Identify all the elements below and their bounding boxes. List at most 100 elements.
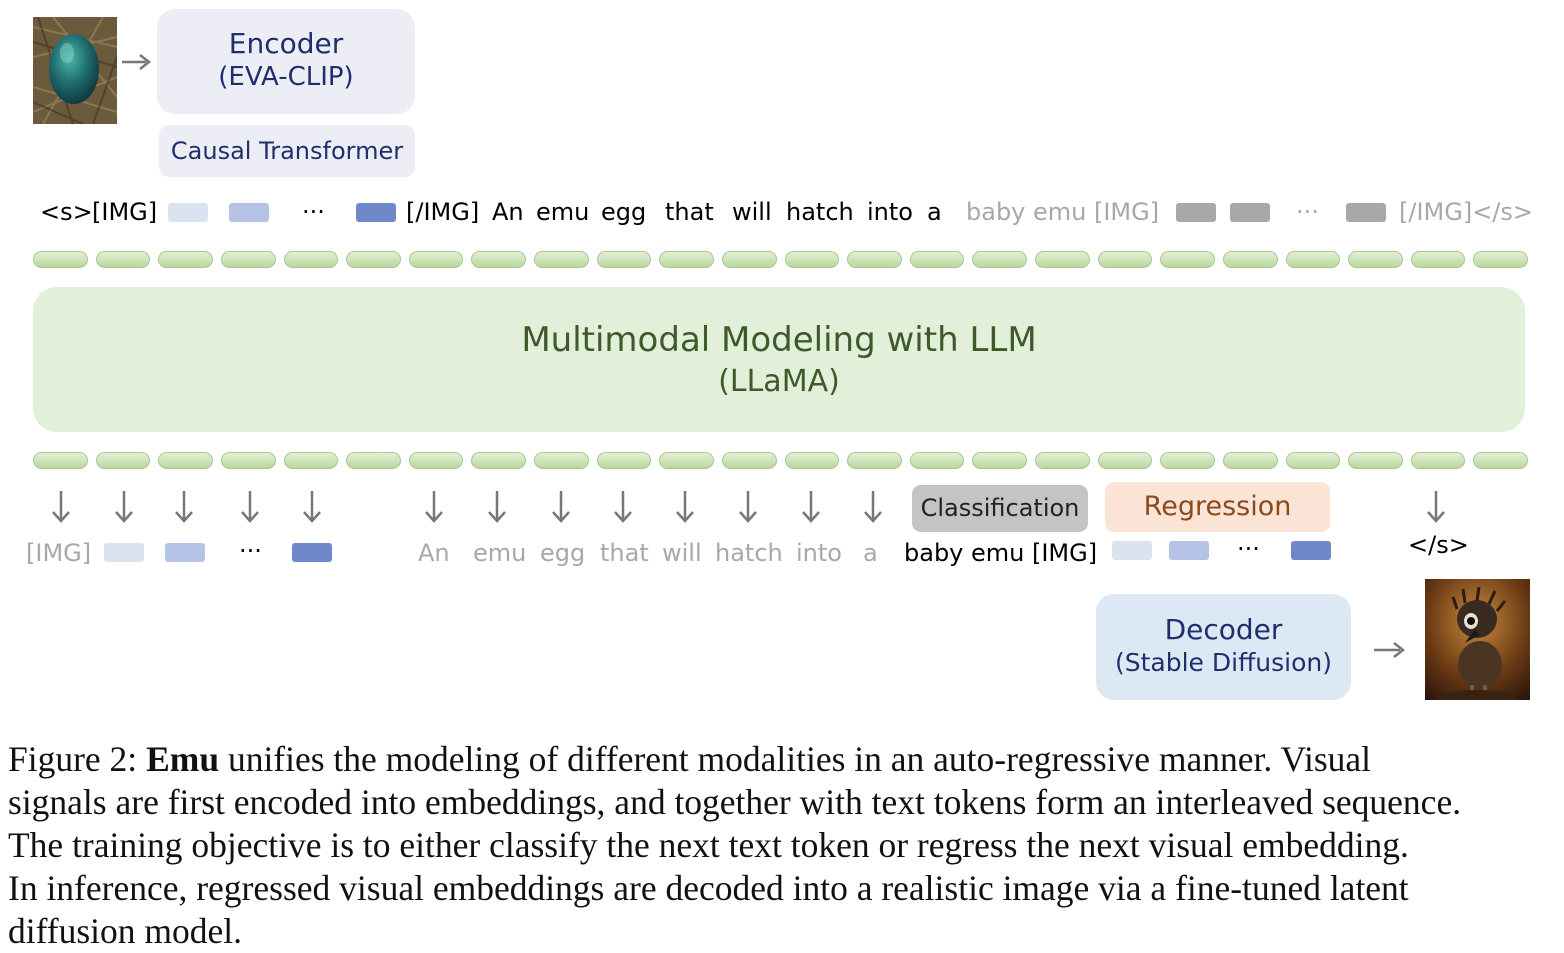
embedding-pill [1097,452,1153,469]
decoder-title: Decoder [1164,613,1283,646]
embedding-pill [972,251,1027,268]
arrow-down-icon [676,491,694,523]
embedding-pill [909,251,965,268]
embedding-pill [158,452,213,469]
image-embedding-2 [229,203,269,222]
classification-label: Classification [920,494,1080,522]
caption-line-3: The training objective is to either clas… [8,825,1409,865]
embedding-pill [847,251,902,268]
embedding-pill [283,452,339,469]
word-token: into [867,198,913,226]
target-tokens: baby emu [IMG] [904,539,1098,567]
embedding-pill [33,251,88,268]
embedding-ellipsis: ··· [302,198,325,226]
gray-embedding-2 [1230,203,1270,222]
gray-img-token: [IMG] [26,539,92,567]
arrow-right-icon [1374,642,1406,658]
embedding-pill [1097,251,1153,268]
embedding-pill [1222,452,1278,469]
output-embedding-1 [104,543,144,562]
gray-word-token: An [418,539,450,567]
word-token: emu [536,198,590,226]
emu-egg-image [33,17,117,124]
token-img-open: [IMG] [92,198,158,226]
embedding-pill [95,452,151,469]
llm-subtitle: (LLaMA) [718,364,840,399]
embedding-pill [596,251,652,268]
gray-future-tokens: baby emu [IMG] [966,198,1160,226]
causal-transformer-box: Causal Transformer [159,125,415,177]
embedding-pill [471,251,526,268]
word-token: egg [601,198,647,226]
output-embedding-n [292,543,332,562]
arrow-down-icon [115,491,133,523]
llm-box: Multimodal Modeling with LLM (LLaMA) [33,287,1525,432]
encoder-subtitle: (EVA-CLIP) [218,62,354,92]
embedding-pill [1285,452,1341,469]
arrow-down-icon [864,491,882,523]
output-embedding-2 [165,543,205,562]
caption-line-5: diffusion model. [8,911,243,951]
output-ellipsis: ··· [239,537,262,565]
arrow-down-icon [488,491,506,523]
arrow-down-icon [175,491,193,523]
word-token: hatch [786,198,854,226]
generated-baby-emu-image [1425,579,1530,700]
embedding-pill [408,452,464,469]
gray-word-token: that [600,539,649,567]
gray-word-token: emu [473,539,527,567]
arrow-down-icon [303,491,321,523]
decoder-box: Decoder (Stable Diffusion) [1096,594,1351,700]
gray-embedding-n [1346,203,1386,222]
arrow-down-icon [614,491,632,523]
embedding-pill [659,251,714,268]
embedding-pill [1410,251,1466,268]
embedding-pill [346,452,401,469]
embedding-pill [972,452,1027,469]
embedding-pill [471,452,526,469]
embedding-pill [534,251,589,268]
token-start: <s> [40,198,93,226]
regressed-embedding-n [1291,541,1331,560]
end-token: </s> [1408,531,1469,559]
encoder-box: Encoder (EVA-CLIP) [157,9,415,114]
regressed-embedding-1 [1112,541,1152,560]
arrow-down-icon [241,491,259,523]
word-token: that [665,198,714,226]
llm-title: Multimodal Modeling with LLM [521,320,1037,360]
caption-line-2: signals are first encoded into embedding… [8,782,1462,822]
causal-transformer-label: Causal Transformer [170,137,404,165]
embedding-pill [784,452,840,469]
embedding-pill [596,452,652,469]
gray-ellipsis: ··· [1296,198,1319,226]
embedding-pill [1222,251,1278,268]
embedding-pill [95,251,151,268]
figure-caption: Figure 2: Emu unifies the modeling of di… [8,738,1560,953]
classification-head: Classification [912,485,1088,532]
regression-label: Regression [1143,491,1292,522]
embedding-pill [1035,452,1090,469]
embedding-pill [721,452,777,469]
word-token: a [927,198,942,226]
embedding-pill [1410,452,1466,469]
embedding-pill [408,251,464,268]
embedding-pill [283,251,339,268]
gray-word-token: hatch [715,539,783,567]
embedding-pill [158,251,213,268]
arrow-down-icon [52,491,70,523]
caption-line-1: unifies the modeling of different modali… [227,739,1372,779]
word-token: An [492,198,524,226]
embedding-pill [534,452,589,469]
embedding-pill [1160,452,1215,469]
embedding-pill [1160,251,1215,268]
word-token: will [732,198,772,226]
gray-word-token: into [796,539,842,567]
gray-word-token: egg [540,539,586,567]
gray-word-token: a [863,539,878,567]
gray-word-token: will [662,539,702,567]
embedding-pill [1473,251,1528,268]
image-embedding-1 [168,203,208,222]
regressed-embedding-2 [1169,541,1209,560]
embedding-pill [784,251,840,268]
embedding-pill [1348,251,1403,268]
